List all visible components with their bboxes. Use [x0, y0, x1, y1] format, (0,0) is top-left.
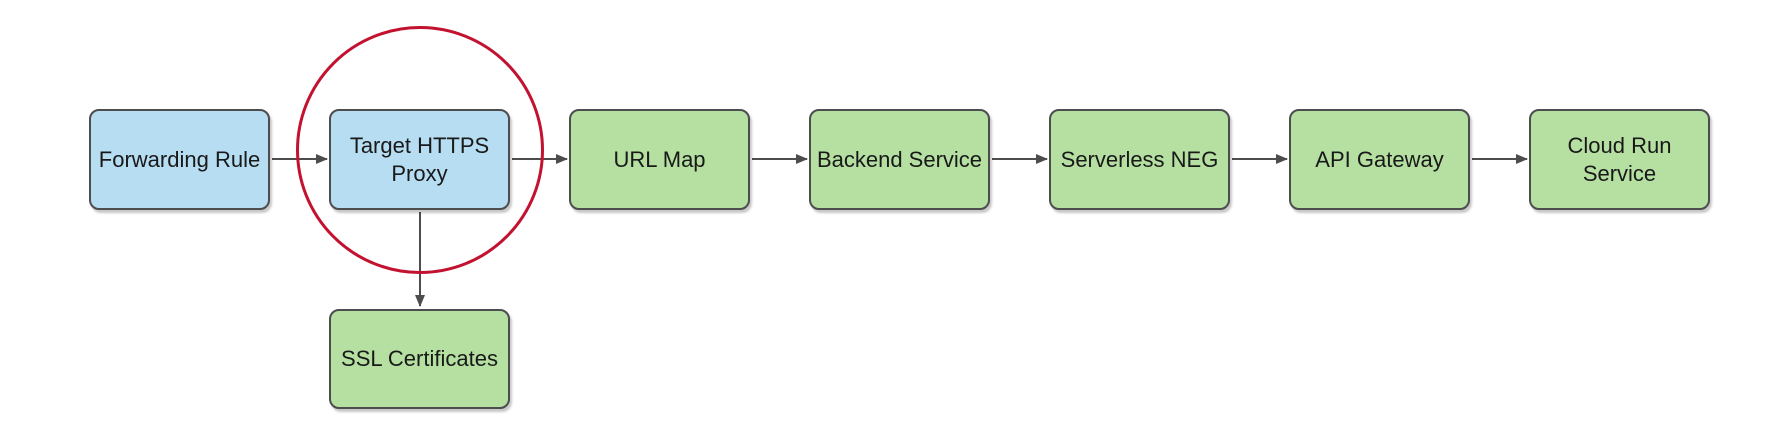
- node-label: Target HTTPS Proxy: [349, 133, 490, 186]
- node-api-gateway: API Gateway: [1289, 109, 1470, 210]
- node-ssl-certificates: SSL Certificates: [329, 309, 510, 409]
- node-serverless-neg: Serverless NEG: [1049, 109, 1230, 210]
- node-forwarding-rule: Forwarding Rule: [89, 109, 270, 210]
- node-cloud-run-service: Cloud Run Service: [1529, 109, 1710, 210]
- node-label: Backend Service: [816, 146, 983, 172]
- node-label: API Gateway: [1315, 146, 1444, 172]
- node-label: Serverless NEG: [1060, 146, 1219, 172]
- node-label: URL Map: [613, 146, 706, 172]
- node-label: SSL Certificates: [341, 346, 498, 372]
- node-label: Cloud Run Service: [1567, 133, 1672, 186]
- node-url-map: URL Map: [569, 109, 750, 210]
- node-label: Forwarding Rule: [98, 146, 261, 172]
- node-target-https-proxy: Target HTTPS Proxy: [329, 109, 510, 210]
- node-backend-service: Backend Service: [809, 109, 990, 210]
